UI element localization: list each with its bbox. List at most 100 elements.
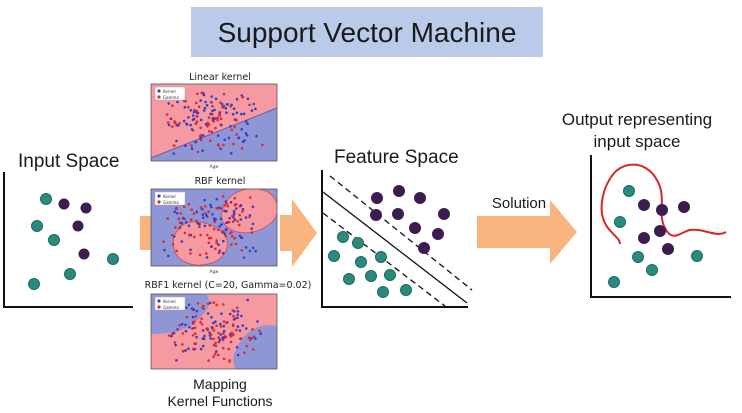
- point-teal: [328, 250, 340, 262]
- scatter-dot-red: [240, 249, 244, 252]
- output-label-line1: Output representing: [562, 110, 712, 129]
- scatter-dot-red: [218, 114, 222, 117]
- kernel-to-feature-arrow: [280, 199, 317, 267]
- scatter-dot-blue: [189, 109, 193, 112]
- scatter-dot-red: [230, 331, 233, 335]
- scatter-dot-red: [234, 242, 238, 246]
- scatter-dot-red: [207, 241, 211, 245]
- scatter-dot-blue: [183, 105, 187, 109]
- scatter-dot-red: [233, 125, 236, 129]
- scatter-dot-red: [206, 302, 210, 306]
- scatter-dot-red: [199, 233, 202, 237]
- scatter-dot-blue: [201, 149, 204, 152]
- point-dark: [72, 220, 84, 232]
- scatter-dot-blue: [190, 147, 194, 150]
- scatter-dot-blue: [228, 312, 232, 316]
- scatter-dot-blue: [167, 254, 170, 258]
- scatter-dot-blue: [188, 326, 191, 329]
- scatter-dot-blue: [246, 122, 249, 125]
- scatter-dot-blue: [235, 345, 239, 349]
- scatter-dot-blue: [220, 223, 223, 226]
- scatter-dot-blue: [187, 347, 190, 351]
- scatter-dot-red: [173, 341, 177, 344]
- point-dark: [638, 232, 650, 244]
- scatter-dot-red: [208, 130, 211, 133]
- scatter-dot-red: [174, 226, 177, 229]
- scatter-dot-red: [235, 328, 238, 332]
- scatter-dot-red: [209, 236, 213, 240]
- scatter-dot-blue: [185, 306, 188, 310]
- scatter-dot-blue: [199, 99, 202, 102]
- linear-x-axis-label: Age: [210, 164, 219, 170]
- linear-kernel-dots: [165, 91, 264, 155]
- point-teal: [608, 276, 620, 288]
- scatter-dot-blue: [195, 111, 199, 115]
- scatter-dot-blue: [239, 218, 243, 221]
- scatter-dot-blue: [238, 234, 242, 238]
- scatter-dot-red: [167, 334, 171, 337]
- point-teal: [377, 286, 389, 298]
- point-teal: [384, 269, 396, 281]
- rbf-red-region-upper: [221, 189, 277, 234]
- scatter-dot-red: [233, 203, 237, 207]
- scatter-dot-red: [193, 320, 196, 324]
- scatter-dot-red: [190, 208, 193, 211]
- scatter-dot-blue: [211, 117, 215, 121]
- scatter-dot-blue: [251, 205, 255, 209]
- scatter-dot-red: [225, 321, 228, 325]
- scatter-dot-blue: [223, 209, 226, 213]
- scatter-dot-red: [215, 241, 218, 245]
- output-label-line2: input space: [594, 132, 681, 151]
- scatter-dot-blue: [185, 221, 188, 224]
- feature-space-label: Feature Space: [334, 147, 459, 168]
- scatter-dot-red: [212, 355, 215, 359]
- scatter-dot-red: [171, 242, 175, 246]
- scatter-dot-blue: [219, 147, 222, 151]
- scatter-dot-red: [216, 353, 220, 357]
- scatter-dot-red: [175, 206, 178, 210]
- scatter-dot-blue: [235, 111, 239, 114]
- scatter-dot-red: [181, 343, 184, 346]
- scatter-dot-red: [181, 332, 185, 335]
- scatter-dot-red: [237, 223, 241, 227]
- scatter-dot-blue: [240, 112, 243, 116]
- scatter-dot-red: [232, 142, 235, 146]
- point-dark: [371, 192, 383, 204]
- scatter-dot-blue: [214, 320, 217, 324]
- solution-arrow: [477, 200, 577, 264]
- scatter-dot-red: [171, 233, 174, 237]
- scatter-dot-blue: [255, 134, 258, 138]
- scatter-dot-blue: [218, 249, 221, 253]
- scatter-dot-red: [200, 317, 203, 321]
- scatter-dot-red: [196, 92, 199, 96]
- scatter-dot-blue: [244, 120, 248, 123]
- scatter-dot-blue: [225, 221, 228, 224]
- scatter-dot-blue: [173, 235, 176, 238]
- margin-lower-dashed: [322, 212, 446, 307]
- scatter-dot-red: [231, 214, 234, 218]
- scatter-dot-red: [214, 341, 217, 345]
- legend-label-1: Kernel: [163, 89, 176, 94]
- scatter-dot-blue: [205, 256, 209, 259]
- scatter-dot-red: [205, 327, 208, 331]
- point-teal: [691, 250, 703, 262]
- scatter-dot-red: [171, 104, 174, 107]
- point-teal: [365, 270, 377, 282]
- scatter-dot-blue: [201, 216, 205, 219]
- scatter-dot-blue: [199, 347, 203, 351]
- scatter-dot-blue: [239, 204, 243, 207]
- scatter-dot-red: [194, 332, 197, 335]
- legend-label-1: Kernel: [163, 299, 176, 304]
- scatter-dot-red: [227, 347, 231, 351]
- scatter-dot-red: [209, 139, 212, 143]
- point-dark: [393, 185, 405, 197]
- scatter-dot-red: [252, 348, 255, 351]
- scatter-dot-red: [213, 220, 216, 224]
- scatter-dot-blue: [203, 334, 206, 338]
- scatter-dot-blue: [212, 321, 215, 325]
- scatter-dot-blue: [210, 101, 213, 104]
- rbf1-blue-region-right: [233, 324, 277, 369]
- scatter-dot-blue: [173, 210, 176, 213]
- scatter-dot-red: [231, 323, 235, 326]
- scatter-dot-blue: [222, 239, 225, 243]
